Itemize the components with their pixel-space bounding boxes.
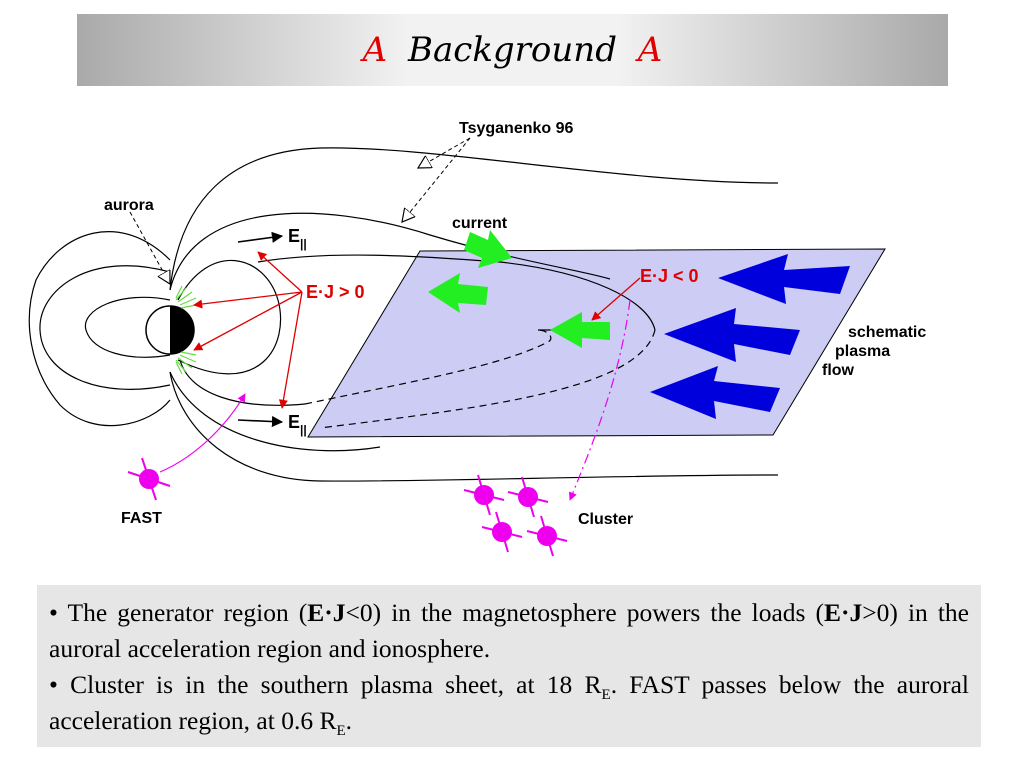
stretched-field-line-bottom bbox=[169, 371, 381, 452]
e-parallel-arrow-top bbox=[237, 231, 284, 243]
current-arrows bbox=[428, 230, 610, 348]
tail-loop-upper bbox=[257, 254, 656, 331]
stretched-field-line-top bbox=[169, 212, 611, 291]
tail-loop-lower-dashed-2 bbox=[319, 329, 656, 429]
dipole-loop-big bbox=[28, 231, 171, 427]
cluster-sc-4 bbox=[526, 515, 568, 557]
flow-arrow-3 bbox=[650, 366, 780, 419]
ej-negative-label: E·J < 0 bbox=[640, 266, 699, 286]
earth bbox=[145, 305, 195, 355]
aurora-pointer bbox=[129, 211, 170, 284]
flow-arrow-2 bbox=[664, 308, 800, 362]
current-arrow-2 bbox=[428, 273, 488, 313]
tsyganenko-pointer-2 bbox=[402, 137, 471, 222]
slide-title: A Background A bbox=[353, 30, 673, 70]
caption-bullet-2: • Cluster is in the southern plasma shee… bbox=[49, 670, 969, 740]
field-lines bbox=[28, 147, 779, 482]
flow-arrows bbox=[650, 254, 850, 419]
cluster-sc-3 bbox=[481, 511, 523, 553]
cluster-trajectory bbox=[568, 299, 631, 501]
title-bar: A Background A bbox=[77, 14, 948, 86]
title-text: Background bbox=[408, 30, 617, 70]
e-parallel-label-top: E|| bbox=[288, 226, 307, 251]
dipole-loop-inner bbox=[84, 296, 171, 358]
aurora-label: aurora bbox=[104, 197, 154, 214]
cluster-label: Cluster bbox=[578, 511, 633, 528]
tail-loop-lower-dashed bbox=[304, 329, 552, 405]
dipole-loop-outer bbox=[39, 265, 171, 390]
cluster-sc-1 bbox=[463, 474, 505, 516]
outer-field-line-bottom bbox=[169, 371, 779, 482]
ej-arrow-3 bbox=[257, 251, 303, 293]
label-pointers bbox=[129, 137, 471, 284]
ej-negative-arrow bbox=[591, 277, 641, 321]
schematic-label-line2: plasma bbox=[835, 343, 890, 360]
current-arrow-3 bbox=[550, 312, 610, 348]
fast-label: FAST bbox=[121, 510, 162, 527]
schematic-label-line3: flow bbox=[822, 362, 855, 379]
e-parallel-arrow-bottom bbox=[237, 415, 284, 428]
nightside-loop bbox=[177, 260, 282, 375]
fast-spacecraft bbox=[127, 457, 171, 501]
current-arrow-1 bbox=[464, 230, 512, 268]
cluster-spacecraft bbox=[463, 474, 568, 557]
cluster-sc-2 bbox=[507, 476, 549, 518]
e-parallel-label-bottom: E|| bbox=[288, 412, 307, 437]
ej-arrow-4 bbox=[278, 291, 303, 409]
tsyganenko-pointer-1 bbox=[418, 137, 471, 168]
ej-arrow-1 bbox=[193, 291, 303, 309]
ej-arrow-2 bbox=[193, 291, 303, 351]
magnetosphere-diagram: Tsyganenko 96 aurora current E·J > 0 E·J… bbox=[0, 95, 1024, 575]
outer-field-line-top bbox=[169, 147, 779, 291]
tsyganenko-label: Tsyganenko 96 bbox=[459, 120, 574, 137]
caption-bullet-1: • The generator region (E·J<0) in the ma… bbox=[49, 598, 969, 663]
flow-arrow-1 bbox=[718, 254, 850, 304]
fast-trajectory bbox=[159, 393, 246, 473]
ej-positive-label: E·J > 0 bbox=[306, 282, 365, 302]
ej-positive-arrows bbox=[193, 251, 641, 409]
title-decoration-left: A bbox=[362, 30, 388, 70]
current-label: current bbox=[452, 215, 508, 232]
schematic-label-line1: schematic bbox=[848, 324, 926, 341]
caption-box: • The generator region (E·J<0) in the ma… bbox=[37, 585, 981, 747]
title-decoration-right: A bbox=[637, 30, 663, 70]
